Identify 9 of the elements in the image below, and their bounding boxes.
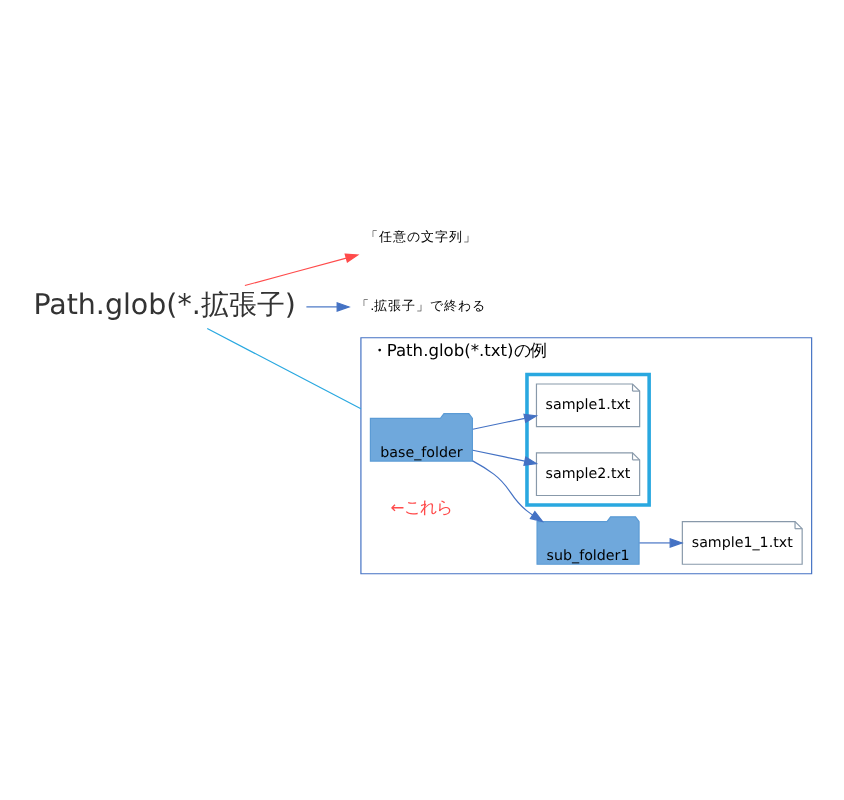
node-text: Path.glob(*.拡張子) <box>33 290 296 323</box>
arrow <box>244 253 360 287</box>
arrow <box>305 301 351 312</box>
arrow <box>638 537 684 548</box>
connector <box>206 327 362 410</box>
arrow <box>472 460 545 523</box>
label: ←これら <box>390 496 453 517</box>
arrow <box>472 449 539 466</box>
arrow <box>472 413 539 430</box>
